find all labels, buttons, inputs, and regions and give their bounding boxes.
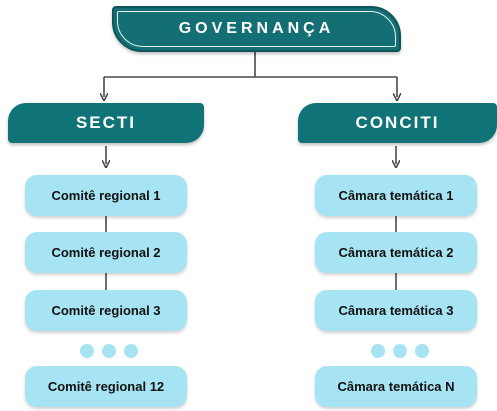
- conciti-label: CONCITI: [355, 113, 440, 132]
- ellipsis-dots-left: [80, 344, 138, 358]
- governance-label: GOVERNANÇA: [178, 20, 335, 37]
- camara-tematica-n-node: Câmara temática N: [315, 366, 477, 407]
- dot-icon: [124, 344, 138, 358]
- camara-tematica-3-node: Câmara temática 3: [315, 290, 477, 331]
- governance-node: GOVERNANÇA: [112, 6, 401, 52]
- comite-regional-1-node: Comitê regional 1: [25, 175, 187, 216]
- node-label: Câmara temática 3: [338, 303, 454, 318]
- dot-icon: [80, 344, 94, 358]
- dot-icon: [102, 344, 116, 358]
- camara-tematica-1-node: Câmara temática 1: [315, 175, 477, 216]
- dot-icon: [371, 344, 385, 358]
- secti-node: SECTI: [8, 103, 204, 143]
- dot-icon: [415, 344, 429, 358]
- comite-regional-3-node: Comitê regional 3: [25, 290, 187, 331]
- node-label: Comitê regional 1: [51, 188, 161, 203]
- conciti-node: CONCITI: [298, 103, 497, 143]
- node-label: Comitê regional 2: [51, 245, 161, 260]
- secti-label: SECTI: [75, 113, 137, 132]
- node-label: Câmara temática 2: [338, 245, 454, 260]
- comite-regional-12-node: Comitê regional 12: [25, 366, 187, 407]
- node-label: Comitê regional 12: [47, 379, 165, 394]
- dot-icon: [393, 344, 407, 358]
- camara-tematica-2-node: Câmara temática 2: [315, 232, 477, 273]
- node-label: Câmara temática N: [337, 379, 455, 394]
- node-label: Câmara temática 1: [338, 188, 454, 203]
- node-label: Comitê regional 3: [51, 303, 161, 318]
- ellipsis-dots-right: [371, 344, 429, 358]
- comite-regional-2-node: Comitê regional 2: [25, 232, 187, 273]
